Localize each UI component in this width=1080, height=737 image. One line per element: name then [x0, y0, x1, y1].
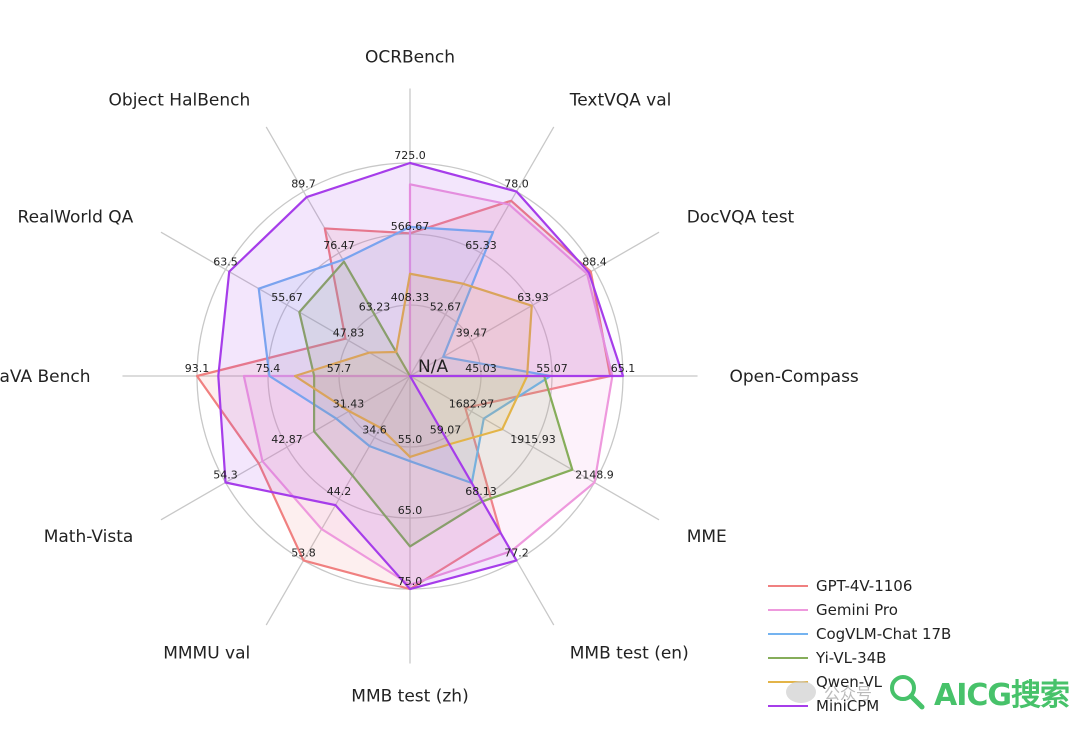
axis-label: MMB test (en) [570, 644, 689, 664]
tick-label: 31.43 [333, 398, 365, 411]
tick-label: 63.23 [359, 301, 391, 314]
watermark-left-text: 公众号 [824, 684, 873, 703]
axis-label: MMB test (zh) [351, 687, 468, 707]
tick-label: 54.3 [213, 469, 238, 482]
legend-item: Yi-VL-34B [768, 646, 951, 670]
tick-label: 2148.9 [575, 469, 614, 482]
tick-label: 1915.93 [510, 433, 556, 446]
axis-line-8 [160, 375, 411, 521]
tick-label: 63.93 [517, 291, 549, 304]
legend-item: Qwen-VL [768, 670, 951, 694]
radar-tick-labels: 408.33 566.67 725.0 52.67 65.33 78.0 39.47 63.9… [185, 149, 636, 588]
legend-swatch [768, 657, 808, 659]
magnifier-icon [890, 675, 925, 710]
tick-label: 566.67 [391, 220, 430, 233]
axis-label: TextVQA val [569, 90, 672, 110]
axis-label: MMMU val [163, 644, 250, 664]
axis-label: MME [687, 527, 727, 547]
tick-label: 75.0 [398, 575, 423, 588]
tick-label: 42.87 [271, 433, 303, 446]
legend-swatch [768, 705, 808, 707]
axis-line-4 [409, 375, 660, 521]
axis-label: Math-Vista [44, 527, 134, 547]
watermark-logo-text: AICG搜索 [934, 678, 1070, 713]
tick-label: 47.83 [333, 327, 365, 340]
tick-label: 77.2 [504, 546, 529, 559]
legend-swatch [768, 609, 808, 611]
tick-label: 408.33 [391, 291, 430, 304]
axis-line-1 [409, 126, 555, 377]
tick-label: 68.13 [465, 485, 497, 498]
tick-label: 65.1 [611, 362, 636, 375]
series-minicpm [217, 161, 625, 591]
tick-label: 88.4 [582, 256, 607, 269]
series-yi-vl-34b [298, 260, 574, 548]
tick-label: 65.33 [465, 239, 497, 252]
tick-label: 44.2 [327, 485, 352, 498]
tick-label: 75.4 [256, 362, 281, 375]
legend-label: CogVLM-Chat 17B [816, 625, 952, 643]
legend-label: Yi-VL-34B [816, 649, 887, 667]
legend-swatch [768, 585, 808, 587]
legend-item: GPT-4V-1106 [768, 574, 951, 598]
tick-label: 34.6 [362, 423, 387, 436]
series-gemini-pro [242, 183, 614, 586]
tick-label: 53.8 [291, 546, 316, 559]
legend-item: Gemini Pro [768, 598, 951, 622]
axis-label: Object HalBench [109, 90, 251, 110]
legend-item: MiniCPM [768, 694, 951, 718]
series-qwen-vl [293, 272, 533, 459]
tick-label: 65.0 [398, 504, 423, 517]
tick-label: 52.67 [430, 301, 462, 314]
tick-label: 59.07 [430, 423, 462, 436]
tick-label: 55.0 [398, 433, 423, 446]
legend-label: GPT-4V-1106 [816, 577, 913, 595]
axis-label: RealWorld QA [18, 207, 134, 227]
legend-swatch [768, 633, 808, 635]
legend-label: Gemini Pro [816, 601, 898, 619]
legend-label: Qwen-VL [816, 673, 882, 691]
radar-series [195, 161, 625, 591]
center-label: N/A [418, 357, 448, 377]
tick-label: 55.67 [271, 291, 303, 304]
tick-label: 39.47 [456, 327, 488, 340]
legend-swatch [768, 681, 808, 683]
tick-label: 1682.97 [449, 398, 495, 411]
legend-label: MiniCPM [816, 697, 880, 715]
tick-label: 725.0 [394, 149, 426, 162]
tick-label: 76.47 [323, 239, 355, 252]
series-cogvlm-chat-17b [257, 225, 552, 485]
axis-label: DocVQA test [687, 207, 795, 227]
axis-label: LLaVA Bench [0, 367, 91, 387]
tick-label: 63.5 [213, 256, 238, 269]
axis-label: OCRBench [365, 48, 455, 68]
axis-label: Open-Compass [730, 367, 859, 387]
axis-line-2 [409, 231, 660, 377]
axis-line-7 [265, 375, 411, 626]
tick-label: 89.7 [291, 178, 316, 191]
tick-label: 57.7 [327, 362, 352, 375]
tick-label: 55.07 [536, 362, 568, 375]
watermark: 公众号 AICG搜索 [786, 670, 1070, 714]
chat-bubble-icon [786, 681, 816, 703]
legend-item: CogVLM-Chat 17B [768, 622, 951, 646]
tick-label: 45.03 [465, 362, 497, 375]
tick-label: 93.1 [185, 362, 210, 375]
tick-label: 78.0 [504, 178, 529, 191]
